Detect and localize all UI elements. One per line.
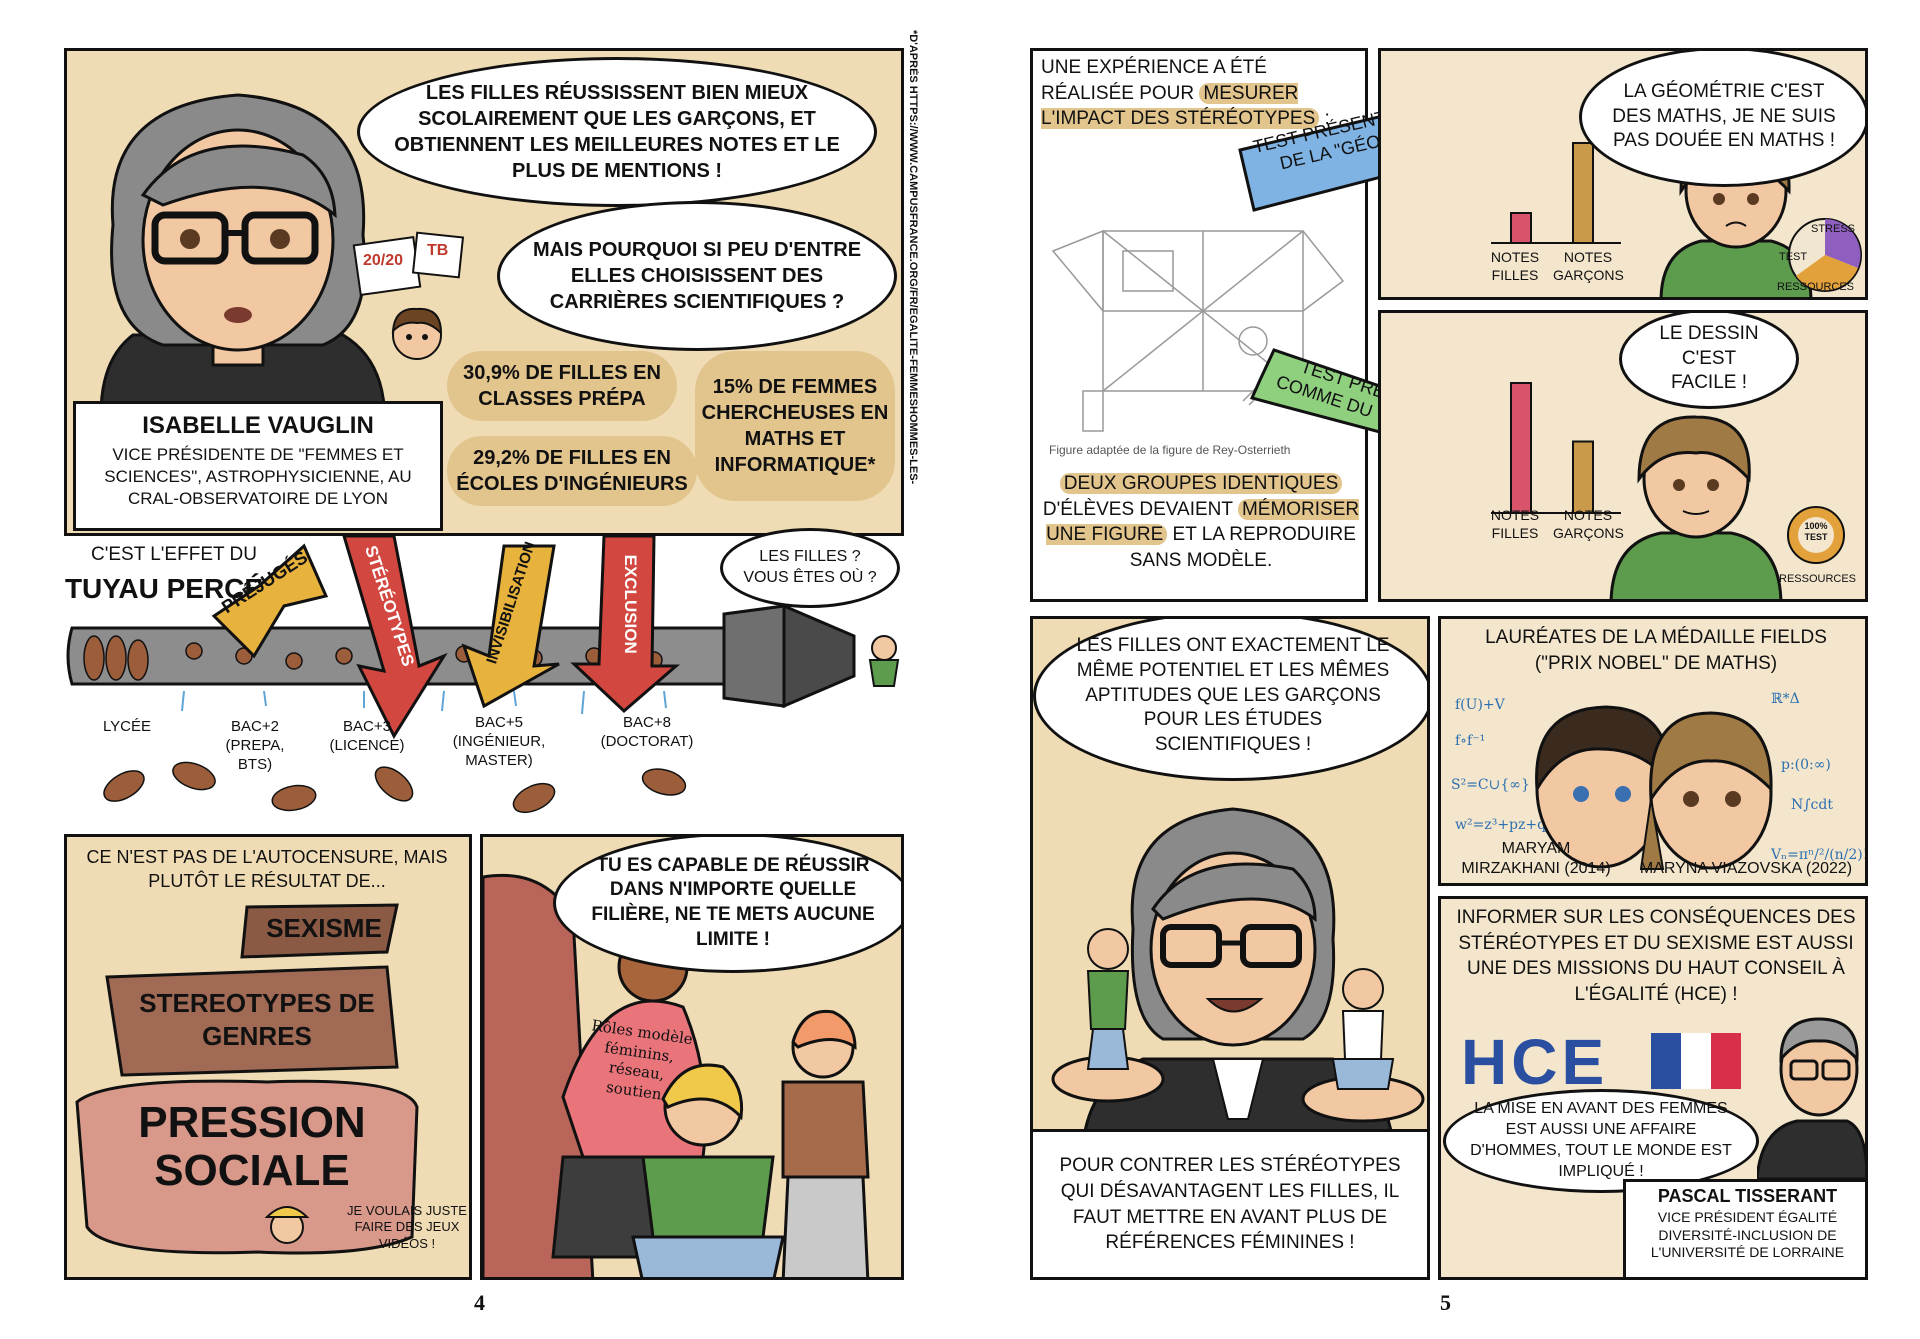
label-ressources: RESSOURCES xyxy=(1779,573,1857,585)
mention-text: TB xyxy=(427,242,449,259)
bar-notes-filles xyxy=(1510,212,1532,244)
hce-logo: HCE xyxy=(1461,1026,1609,1098)
bubble-affaire-hommes: LA MISE EN AVANT DES FEMMES EST AUSSI UN… xyxy=(1443,1089,1759,1193)
panel-fields: LAURÉATES DE LA MÉDAILLE FIELDS ("PRIX N… xyxy=(1438,616,1868,886)
panel-capable-reussir: Rôles modèle féminins, réseau, soutien T… xyxy=(480,834,904,1280)
panel-vauglin: 20/20 TB LES FILLES RÉUSSISSENT BIEN MIE… xyxy=(64,48,904,536)
bar-chart-geometrie xyxy=(1491,142,1621,244)
role-vauglin: VICE PRÉSIDENTE DE "FEMMES ET SCIENCES",… xyxy=(104,445,412,509)
sign-stereotypes-genres: STEREOTYPES DE GENRES xyxy=(139,988,375,1051)
bubble-meme-potentiel: LES FILLES ONT EXACTEMENT LE MÊME POTENT… xyxy=(1033,619,1427,781)
pie-label-ressources: RESSOURCES xyxy=(1777,281,1855,293)
confident-girl xyxy=(1609,415,1783,599)
caption-contrer: POUR CONTRER LES STÉRÉOTYPES QUI DÉSAVAN… xyxy=(1059,1155,1401,1254)
svg-text:p:(0:∞): p:(0:∞) xyxy=(1781,757,1831,773)
stat-chercheuses: 15% DE FEMMES CHERCHEUSES EN MATHS ET IN… xyxy=(695,351,895,501)
pipe-section: C'EST L'EFFET DU TUYAU PERCÉ xyxy=(64,528,904,826)
role-tisserant: VICE PRÉSIDENT ÉGALITÉ DIVERSITÉ-INCLUSI… xyxy=(1650,1209,1845,1260)
bar-notes-filles xyxy=(1510,382,1532,514)
vauglin-holding-kids xyxy=(1051,807,1425,1189)
panel-dessin: NOTES FILLES NOTES GARÇONS 100% TEST RES… xyxy=(1378,310,1868,602)
label-notes-filles-geo: NOTES FILLES xyxy=(1490,249,1540,283)
stage-lycee: LYCÉE xyxy=(102,718,152,735)
svg-text:w²=z³+pz+q: w²=z³+pz+q xyxy=(1455,817,1546,833)
rock-signs xyxy=(75,903,419,1255)
pie-label-test: TEST xyxy=(1779,251,1808,263)
sign-sexisme: SEXISME xyxy=(266,913,382,943)
label-notes-filles-dessin: NOTES FILLES xyxy=(1490,507,1540,541)
rock-pression-sociale: PRESSION SOCIALE xyxy=(138,1098,366,1196)
caption-box-contrer: POUR CONTRER LES STÉRÉOTYPES QUI DÉSAVAN… xyxy=(1033,1129,1427,1277)
bubble-geometrie-maths: LA GÉOMÉTRIE C'EST DES MATHS, JE NE SUIS… xyxy=(1579,51,1865,187)
pipe-caption-line2: TUYAU PERCÉ xyxy=(64,573,264,604)
stage-bac5: BAC+5 (INGÉNIEUR, MASTER) xyxy=(452,714,546,769)
bubble-dessin-facile: LE DESSIN C'EST FACILE ! xyxy=(1619,313,1799,409)
caption-bottom-a: D'ÉLÈVES DEVAIENT xyxy=(1042,498,1233,520)
caption-experience: UNE EXPÉRIENCE A ÉTÉ RÉALISÉE POUR MESUR… xyxy=(1041,55,1361,132)
caption-bottom-b: ET LA REPRODUIRE SANS MODÈLE. xyxy=(1129,524,1356,571)
caption-informer: INFORMER SUR LES CONSÉQUENCES DES STÉRÉO… xyxy=(1456,907,1856,1005)
stage-bac8: BAC+8 (DOCTORAT) xyxy=(600,714,694,750)
bubble-vous-etes-ou: LES FILLES ? VOUS ÊTES OÙ ? xyxy=(720,528,900,608)
figure-caption: Figure adaptée de la figure de Rey-Oster… xyxy=(1049,443,1291,457)
panel-hce: INFORMER SUR LES CONSÉQUENCES DES STÉRÉO… xyxy=(1438,896,1868,1280)
stat-ingenieurs: 29,2% DE FILLES EN ÉCOLES D'INGÉNIEURS xyxy=(447,436,697,506)
badge-circle xyxy=(1787,506,1845,564)
bar-notes-garcons xyxy=(1572,142,1594,244)
arrow-exclusion: EXCLUSION xyxy=(620,554,640,654)
svg-text:Vₙ=πⁿ/²/(n/2)!: Vₙ=πⁿ/²/(n/2)! xyxy=(1770,847,1868,863)
svg-text:ℝ*Δ: ℝ*Δ xyxy=(1771,691,1800,707)
french-flag-icon xyxy=(1651,1033,1741,1089)
caption-exp-a: UNE EXPÉRIENCE A ÉTÉ RÉALISÉE POUR xyxy=(1041,57,1267,104)
pascal-tisserant-portrait xyxy=(1757,1017,1865,1179)
girl-face-icon xyxy=(391,307,443,360)
caption-exp-end: : xyxy=(1319,108,1330,130)
svg-text:N∫cdt: N∫cdt xyxy=(1791,797,1833,813)
panel-geometrie: NOTES FILLES NOTES GARÇONS STRESS TEST R… xyxy=(1378,48,1868,300)
page-number-right: 5 xyxy=(1440,1290,1451,1315)
source-note: *D'APRÈS HTTPS://WWW.CAMPUSFRANCE.ORG/FR… xyxy=(905,30,919,485)
svg-text:S²=C∪{∞}: S²=C∪{∞} xyxy=(1451,777,1530,793)
shirt-roles-modele: Rôles modèle féminins, réseau, soutien xyxy=(590,1016,694,1104)
stage-bac3: BAC+3 (LICENCE) xyxy=(329,718,405,754)
bubble-filles-reussissent: LES FILLES RÉUSSISSENT BIEN MIEUX SCOLAI… xyxy=(357,57,877,207)
label-notes-garcons-dessin: NOTES GARÇONS xyxy=(1553,507,1624,541)
stat-prepa: 30,9% DE FILLES EN CLASSES PRÉPA xyxy=(447,351,677,421)
name-mirzakhani: MARYAM MIRZAKHANI (2014) xyxy=(1461,840,1611,877)
grade-papers-icon xyxy=(352,231,465,297)
badge-100-test: 100% TEST xyxy=(1804,521,1828,543)
label-notes-garcons-geo: NOTES GARÇONS xyxy=(1553,249,1624,283)
page-number-left: 4 xyxy=(474,1290,485,1315)
name-box-vauglin: ISABELLE VAUGLIN VICE PRÉSIDENTE DE "FEM… xyxy=(73,401,443,531)
caption-bottom-hl1: DEUX GROUPES IDENTIQUES xyxy=(1059,473,1343,494)
caption-autocensure: CE N'EST PAS DE L'AUTOCENSURE, MAIS PLUT… xyxy=(86,847,448,892)
small-jeux-videos: JE VOULAIS JUSTE FAIRE DES JEUX VIDÉOS ! xyxy=(347,1203,467,1251)
name-tisserant: PASCAL TISSERANT xyxy=(1657,1186,1838,1206)
name-viazovska: MARYNA VIAZOVSKA (2022) xyxy=(1639,860,1853,877)
bubble-capable-reussir: TU ES CAPABLE DE RÉUSSIR DANS N'IMPORTE … xyxy=(553,837,901,973)
fields-title: LAURÉATES DE LA MÉDAILLE FIELDS ("PRIX N… xyxy=(1485,627,1827,674)
name-vauglin: ISABELLE VAUGLIN xyxy=(142,412,374,439)
pie-label-stress: STRESS xyxy=(1811,223,1856,235)
stage-bac2: BAC+2 (PREPA, BTS) xyxy=(225,718,285,773)
name-box-tisserant: PASCAL TISSERANT VICE PRÉSIDENT ÉGALITÉ … xyxy=(1623,1179,1865,1277)
fields-laureates: f(U)+V f∘f⁻¹ S²=C∪{∞} w²=z³+pz+q ℝ*Δ p:(0:∞)… xyxy=(1451,691,1868,870)
svg-text:f(U)+V: f(U)+V xyxy=(1455,697,1506,713)
pie-stress-test-ressources xyxy=(1788,218,1862,292)
bubble-pourquoi: MAIS POURQUOI SI PEU D'ENTRE ELLES CHOIS… xyxy=(497,201,897,351)
caption-bottom: DEUX GROUPES IDENTIQUES D'ÉLÈVES DEVAIEN… xyxy=(1041,471,1361,574)
svg-text:f∘f⁻¹: f∘f⁻¹ xyxy=(1455,733,1485,749)
panel-pression-sociale: CE N'EST PAS DE L'AUTOCENSURE, MAIS PLUT… xyxy=(64,834,472,1280)
panel-meme-potentiel: LES FILLES ONT EXACTEMENT LE MÊME POTENT… xyxy=(1030,616,1430,1280)
leaky-pipe xyxy=(66,536,900,814)
grade-text: 20/20 xyxy=(363,252,404,269)
bar-chart-dessin xyxy=(1491,382,1621,514)
bar-notes-garcons xyxy=(1572,440,1594,514)
pipe-caption-line1: C'EST L'EFFET DU xyxy=(91,544,257,565)
